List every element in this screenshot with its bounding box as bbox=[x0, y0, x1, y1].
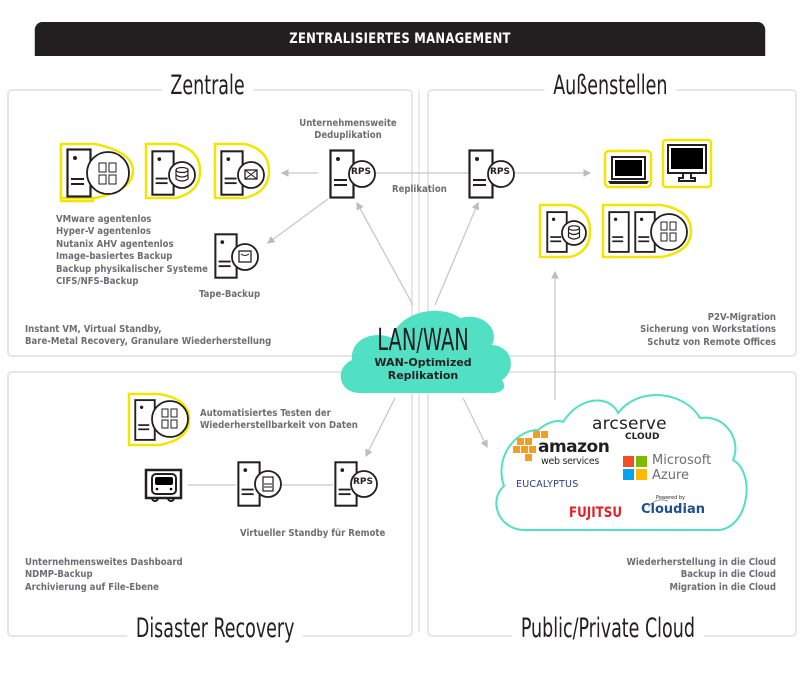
note-line: Schutz von Remote Offices bbox=[647, 336, 776, 348]
panel-aussenstellen bbox=[427, 89, 797, 357]
aussenstellen-notes: P2V-Migration Sicherung von Workstations… bbox=[576, 312, 776, 349]
dedup-label-line: Unternehmensweite bbox=[299, 118, 397, 129]
panel-title-cloud: Public/Private Cloud bbox=[512, 613, 704, 644]
note-line: Unternehmensweites Dashboard bbox=[25, 557, 183, 568]
lan-wan-title: LAN/WAN bbox=[377, 323, 469, 358]
laptop-icon bbox=[603, 149, 653, 189]
panel-title-aussenstellen: Außenstellen bbox=[544, 70, 676, 101]
auto-test-line: Wiederherstellbarkeit von Daten bbox=[200, 420, 358, 432]
central-management-header: ZENTRALISIERTES MANAGEMENT bbox=[34, 22, 766, 56]
rps-server-icon bbox=[334, 461, 378, 507]
note-line: Wiederherstellung in die Cloud bbox=[626, 557, 776, 568]
vm-server-icon bbox=[59, 142, 135, 203]
rps-server-icon bbox=[329, 149, 376, 199]
vm-server-cluster-icon bbox=[601, 203, 693, 259]
note-line: NDMP-Backup bbox=[25, 569, 93, 581]
arcserve-logo: arcserve bbox=[592, 414, 667, 434]
public-cloud-shape bbox=[495, 394, 748, 531]
azure-label: Azure bbox=[652, 468, 690, 483]
panel-zentrale bbox=[7, 89, 413, 357]
rps-server-icon bbox=[468, 149, 515, 199]
note-line: Backup in die Cloud bbox=[680, 569, 776, 581]
replication-label: Replikation bbox=[392, 184, 447, 195]
database-server-icon bbox=[144, 142, 202, 200]
feature-item: Image-basiertes Backup bbox=[56, 251, 173, 263]
amazon-web-services-label: web services bbox=[541, 456, 600, 467]
vm-test-server-icon bbox=[127, 392, 191, 447]
auto-test-line: Automatisiertes Testen der bbox=[200, 408, 331, 419]
mail-server-icon bbox=[213, 142, 271, 200]
desktop-monitor-icon bbox=[661, 138, 713, 189]
offsite-truck-icon bbox=[144, 468, 183, 502]
zentrale-feature-list: VMware agentenlos Hyper-V agentenlos Nut… bbox=[56, 214, 208, 288]
dedup-label: Unternehmensweite Deduplikation bbox=[291, 118, 405, 143]
microsoft-label: Microsoft bbox=[652, 453, 712, 468]
feature-item: VMware agentenlos bbox=[56, 214, 152, 225]
amazon-logo: amazon bbox=[538, 437, 610, 457]
arcserve-cloud-label: CLOUD bbox=[625, 432, 660, 442]
dr-notes: Unternehmensweites Dashboard NDMP-Backup… bbox=[25, 557, 183, 594]
aws-logo-icon bbox=[513, 431, 548, 461]
note-line: Migration in die Cloud bbox=[669, 581, 776, 593]
cloudian-logo: Cloudian bbox=[641, 502, 705, 517]
dedup-label-line: Deduplikation bbox=[314, 130, 382, 142]
note-line: Bare-Metal Recovery, Granulare Wiederher… bbox=[25, 336, 272, 348]
tape-backup-label: Tape-Backup bbox=[199, 289, 261, 300]
tape-server-icon bbox=[237, 461, 282, 507]
lan-wan-cloud-shape bbox=[340, 310, 511, 394]
note-line: P2V-Migration bbox=[707, 312, 776, 323]
rps-label: RPS bbox=[353, 477, 374, 487]
rps-label: RPS bbox=[490, 167, 511, 177]
cloud-notes: Wiederherstellung in die Cloud Backup in… bbox=[576, 557, 776, 594]
lan-wan-subtitle: Replikation bbox=[387, 369, 459, 382]
tape-backup-server-icon bbox=[214, 233, 259, 279]
fujitsu-logo: FUJITSU bbox=[569, 505, 623, 521]
virtual-standby-label: Virtueller Standby für Remote bbox=[240, 528, 386, 539]
feature-item: Nutanix AHV agentenlos bbox=[56, 238, 174, 250]
panel-title-disaster-recovery: Disaster Recovery bbox=[127, 613, 303, 644]
note-line: Instant VM, Virtual Standby, bbox=[25, 324, 162, 335]
zentrale-notes: Instant VM, Virtual Standby, Bare-Metal … bbox=[25, 324, 271, 349]
auto-test-label: Automatisiertes Testen der Wiederherstel… bbox=[200, 408, 358, 433]
feature-item: Hyper-V agentenlos bbox=[56, 226, 151, 238]
feature-item: CIFS/NFS-Backup bbox=[56, 276, 139, 288]
panel-title-zentrale: Zentrale bbox=[162, 70, 254, 101]
microsoft-logo-icon bbox=[623, 456, 647, 480]
note-line: Sicherung von Workstations bbox=[640, 324, 776, 336]
cloudian-powered-by: Powered by bbox=[656, 495, 685, 501]
lan-wan-subtitle: WAN-Optimized bbox=[374, 356, 472, 369]
note-line: Archivierung auf File-Ebene bbox=[25, 581, 159, 593]
cloudian-swoosh-icon bbox=[647, 499, 669, 508]
lan-wan-label: LAN/WAN WAN-Optimized Replikation bbox=[348, 323, 498, 383]
database-server-icon bbox=[538, 203, 592, 259]
rps-label: RPS bbox=[351, 167, 372, 177]
feature-item: Backup physikalischer Systeme bbox=[56, 263, 208, 275]
eucalyptus-logo: EUCALYPTUS bbox=[516, 479, 579, 490]
